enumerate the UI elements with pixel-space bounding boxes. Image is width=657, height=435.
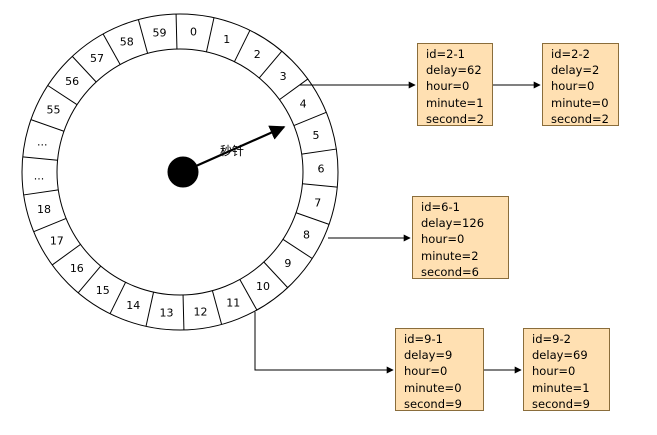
slot-label: 56 [65,75,79,88]
task-minute: minute=0 [551,95,609,110]
slot-divider [263,261,289,288]
slot-divider [137,19,149,54]
slot-label: 10 [256,280,270,293]
hub-dot [167,156,199,188]
wheel-inner-ring [56,48,304,296]
task-id: id=9-2 [532,332,571,346]
task-minute: minute=2 [421,248,479,263]
slot-divider [102,33,121,65]
task-second: second=2 [426,111,484,126]
slot-label: 17 [50,235,64,248]
slot-label: 8 [303,228,310,241]
task-box-6-1: id=6-1 delay=126 hour=0 minute=2 second=… [412,196,509,279]
task-delay: delay=126 [421,216,485,231]
task-hour: hour=0 [421,232,465,247]
slot-divider [282,238,313,259]
slot-divider [182,294,185,330]
slot-divider [301,148,337,155]
task-id: id=2-2 [551,47,590,61]
slot-divider [33,217,67,233]
slot-divider [302,183,338,188]
slot-label: 2 [254,48,261,61]
slot-label: 0 [190,26,197,39]
task-hour: hour=0 [426,79,470,94]
slot-divider [205,17,215,52]
slot-divider [47,85,78,106]
task-delay: delay=62 [426,63,482,78]
arrow-slot9-to-task-9-1 [254,312,394,374]
slot-divider [71,56,97,83]
task-hour: hour=0 [532,364,576,379]
slot-label: 59 [153,26,167,39]
slot-divider [295,212,330,225]
slot-label: 6 [317,162,324,175]
task-id: id=2-1 [426,47,465,61]
slot-label: 55 [47,104,61,117]
task-box-9-1: id=9-1 delay=9 hour=0 minute=0 second=9 [395,328,484,411]
task-minute: minute=0 [404,380,462,395]
slot-label: 16 [70,262,84,275]
slot-label: 15 [96,284,110,297]
slot-divider [145,292,155,327]
slot-label: 57 [90,52,104,65]
task-delay: delay=9 [404,348,453,363]
second-hand-label: 秒针 [220,143,244,158]
slot-label: ... [34,170,45,183]
slot-label: 5 [313,129,320,142]
task-hour: hour=0 [404,364,448,379]
slot-label: 18 [37,203,51,216]
slot-divider [30,119,65,132]
slot-label: 9 [284,257,291,270]
task-second: second=6 [421,264,479,279]
wheel-outer-ring [21,13,339,331]
task-id: id=6-1 [421,200,460,214]
slot-divider [23,189,59,196]
slot-label: 3 [280,70,287,83]
slot-divider [175,14,178,50]
slot-label: 7 [314,196,321,209]
slot-label: 1 [223,33,230,46]
task-id: id=9-1 [404,332,443,346]
slot-label: ... [37,136,48,149]
slot-label: 58 [120,35,134,48]
task-second: second=9 [532,396,590,411]
slot-label: 12 [193,306,207,319]
slot-label: 13 [159,306,173,319]
task-box-2-1: id=2-1 delay=62 hour=0 minute=1 second=2 [417,43,493,126]
slot-label: 11 [226,297,240,310]
task-delay: delay=2 [551,63,600,78]
slot-divider [109,282,127,314]
task-hour: hour=0 [551,79,595,94]
slot-divider [233,30,251,62]
task-second: second=2 [551,111,609,126]
task-minute: minute=1 [532,380,590,395]
slot-divider [258,50,283,79]
task-box-9-2: id=9-2 delay=69 hour=0 minute=1 second=9 [523,328,610,411]
slot-divider [279,78,309,101]
slot-divider [293,111,327,127]
slot-divider [77,265,102,294]
task-box-2-2: id=2-2 delay=2 hour=0 minute=0 second=2 [542,43,619,126]
slot-divider [239,279,258,311]
task-delay: delay=69 [532,348,588,363]
slot-divider [51,243,81,266]
slot-divider [211,290,223,325]
slot-label: 14 [126,299,140,312]
task-minute: minute=1 [426,95,484,110]
second-hand-arrow [195,125,286,168]
slot-divider [22,156,58,161]
task-second: second=9 [404,396,462,411]
slot-label: 4 [300,97,307,110]
